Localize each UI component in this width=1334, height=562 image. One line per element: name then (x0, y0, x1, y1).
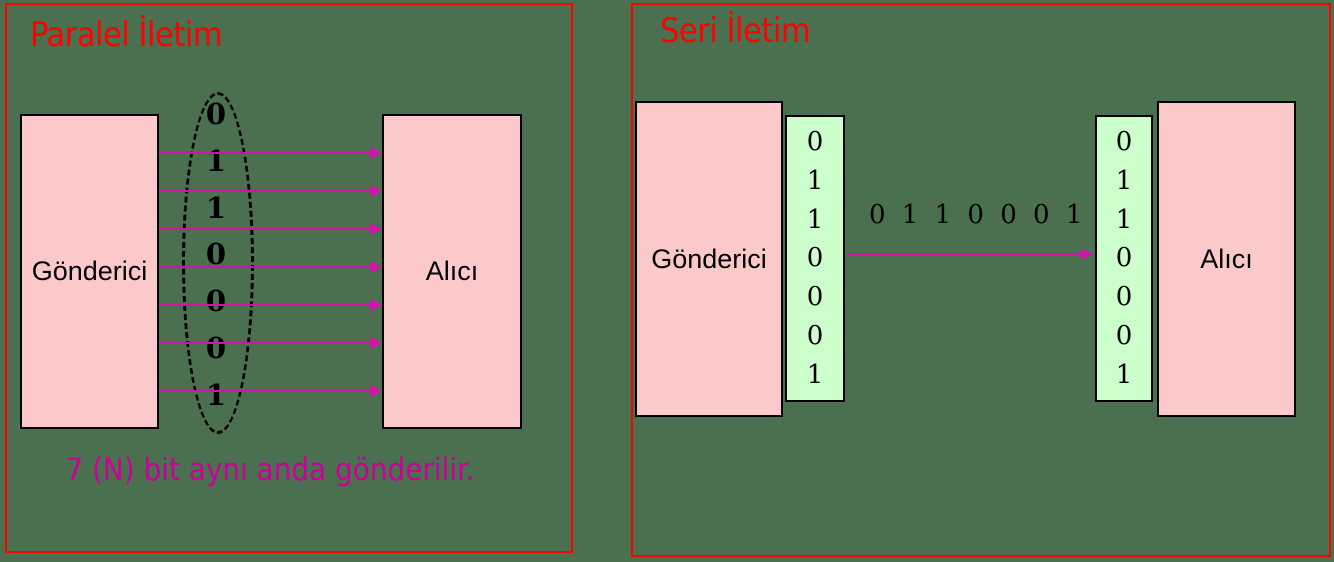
parallel-bit: 0 (205, 97, 227, 131)
panel-serial-title: Seri İletim (660, 11, 811, 51)
parallel-bit: 0 (205, 284, 227, 319)
serial-receiver-bit: 1 (1115, 359, 1133, 390)
panel-parallel-title: Paralel İletim (30, 15, 223, 55)
parallel-wire-arrow (159, 299, 382, 311)
parallel-sender-label: Gönderici (31, 256, 148, 286)
parallel-wire-arrow (159, 185, 382, 197)
parallel-bit: 0 (205, 237, 227, 272)
serial-receiver-bit-strip: 0 1 1 0 0 0 1 (1095, 115, 1153, 402)
serial-receiver-label: Alıcı (1200, 243, 1253, 274)
serial-sender-box: Gönderici (635, 101, 783, 417)
parallel-caption: 7 (N) bit aynı anda gönderilir. (65, 452, 475, 488)
serial-link-arrow (848, 248, 1093, 260)
serial-receiver-bit: 0 (1115, 243, 1133, 274)
serial-sender-bit: 1 (806, 204, 824, 235)
panel-serial-transmission (631, 3, 1331, 557)
serial-sender-bit: 0 (806, 320, 824, 351)
parallel-sender-box: Gönderici (20, 114, 159, 429)
panel-parallel-transmission (5, 3, 573, 553)
serial-receiver-bit: 1 (1115, 166, 1133, 197)
parallel-wire-arrow (159, 385, 382, 397)
serial-sender-bit: 0 (806, 243, 824, 274)
serial-sender-bit: 1 (806, 166, 824, 197)
parallel-wire-arrow (159, 261, 382, 273)
serial-stream-label: 0 1 1 0 0 0 1 (869, 200, 1087, 230)
serial-receiver-bit: 0 (1115, 320, 1133, 351)
serial-sender-bit: 0 (806, 127, 824, 158)
serial-sender-label: Gönderici (651, 243, 767, 274)
parallel-bit: 0 (205, 331, 227, 366)
parallel-receiver-box: Alıcı (382, 114, 522, 429)
parallel-receiver-label: Alıcı (425, 256, 479, 286)
serial-sender-bit-strip: 0 1 1 0 0 0 1 (785, 115, 845, 402)
serial-receiver-bit: 0 (1115, 127, 1133, 158)
parallel-bit-group-ellipse (182, 92, 254, 434)
parallel-bit: 1 (205, 377, 227, 412)
serial-receiver-bit: 0 (1115, 282, 1133, 313)
serial-sender-bit: 1 (806, 359, 824, 390)
serial-sender-bit: 0 (806, 282, 824, 313)
parallel-bit-stack: 0 1 1 0 0 0 1 (186, 100, 246, 410)
parallel-wire-arrow (159, 147, 382, 159)
parallel-wire-arrow (159, 337, 382, 349)
parallel-bit: 1 (205, 190, 227, 225)
serial-receiver-box: Alıcı (1157, 101, 1296, 417)
serial-receiver-bit: 1 (1115, 204, 1133, 235)
parallel-wire-arrow (159, 223, 382, 235)
